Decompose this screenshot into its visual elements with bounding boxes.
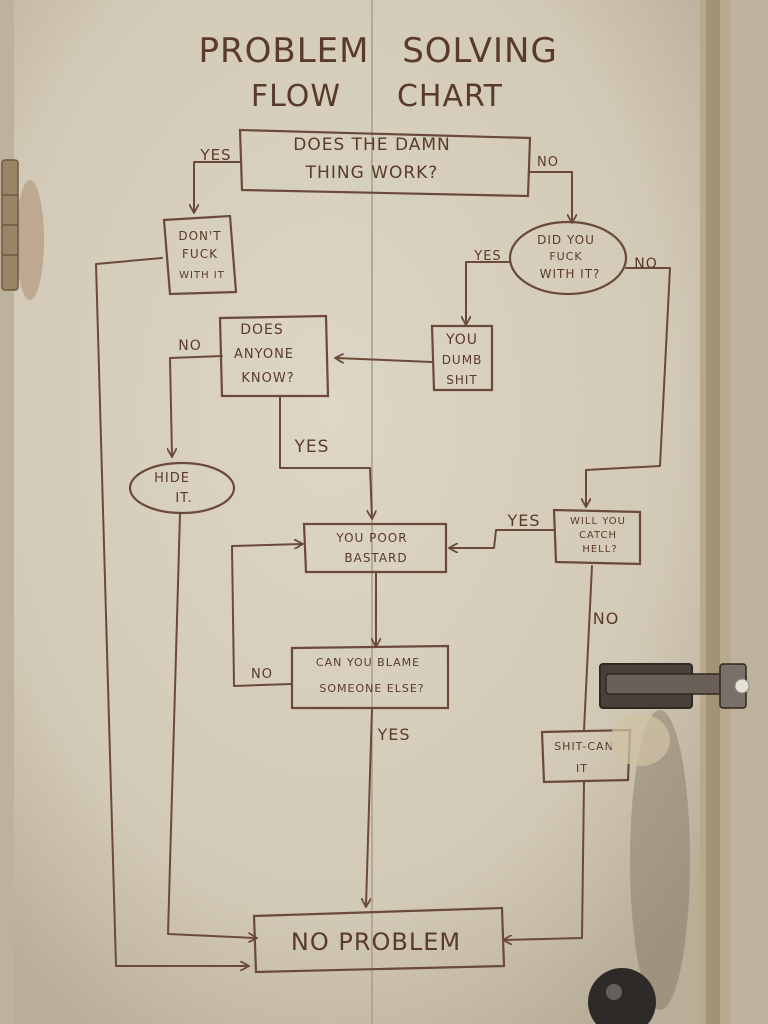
node-did-line1: DID YOU [537, 233, 595, 247]
node-does-it-work-line2: THING WORK? [305, 163, 439, 183]
edge-labels: YES NO YES NO NO YES YES NO NO YES [178, 146, 658, 744]
node-shitcan-line1: SHIT-CAN [554, 740, 614, 753]
node-blame-line2: SOMEONE ELSE? [319, 682, 424, 695]
node-bastard-line1: YOU POOR [335, 531, 407, 545]
node-shitcan-line2: IT [576, 762, 588, 775]
node-hide-line2: IT. [175, 491, 192, 506]
node-dont-line2: FUCK [182, 247, 218, 261]
door-edge [706, 0, 720, 1024]
doorknob[interactable] [588, 968, 656, 1024]
node-no-problem-label: NO PROBLEM [291, 928, 461, 956]
node-hide-it: HIDE IT. [128, 461, 236, 515]
node-does-it-work-line1: DOES THE DAMN [293, 135, 451, 155]
chart-title: PROBLEM SOLVING FLOW CHART [199, 31, 558, 114]
label-work-yes: YES [199, 146, 231, 164]
title-solving: SOLVING [402, 31, 558, 71]
node-anyone-line2: ANYONE [234, 347, 294, 362]
rust-stain [16, 180, 44, 300]
grime-spot [610, 714, 670, 766]
label-blame-no: NO [251, 667, 273, 682]
connectors [95, 161, 671, 966]
node-bastard-line2: BASTARD [344, 551, 407, 565]
grime-stain [630, 710, 690, 1010]
node-hide-line1: HIDE [154, 471, 190, 486]
node-dumb-line3: SHIT [446, 373, 478, 387]
node-hell-line3: HELL? [582, 544, 617, 555]
node-dont-fuck-with-it: DON'T FUCK WITH IT [162, 214, 238, 296]
node-shit-can-it: SHIT-CAN IT [540, 728, 632, 784]
label-anyone-yes: YES [294, 437, 330, 457]
node-did-you-fuck-with-it: DID YOU FUCK WITH IT? [508, 220, 628, 296]
title-chart: CHART [397, 79, 503, 114]
node-hell-line1: WILL YOU [570, 516, 626, 527]
node-blame-line1: CAN YOU BLAME [316, 656, 420, 669]
node-you-dumb-shit: YOU DUMB SHIT [430, 324, 494, 392]
node-will-you-catch-hell: WILL YOU CATCH HELL? [552, 508, 642, 566]
node-you-poor-bastard: YOU POOR BASTARD [302, 522, 448, 574]
node-does-anyone-know: DOES ANYONE KNOW? [218, 314, 330, 398]
node-dont-line1: DON'T [178, 229, 221, 243]
node-can-you-blame: CAN YOU BLAME SOMEONE ELSE? [290, 644, 450, 710]
node-hell-line2: CATCH [579, 530, 617, 541]
label-hell-no: NO [593, 609, 620, 628]
title-flow: FLOW [251, 79, 341, 114]
node-dumb-line1: YOU [445, 332, 478, 348]
title-problem: PROBLEM [199, 31, 370, 71]
node-did-line3: WITH IT? [540, 267, 601, 281]
label-fuck-yes: YES [473, 249, 501, 264]
label-anyone-no: NO [178, 338, 202, 354]
node-does-it-work: DOES THE DAMN THING WORK? [238, 128, 532, 198]
label-work-no: NO [537, 155, 559, 170]
slide-bolt-latch[interactable] [599, 663, 750, 709]
node-no-problem: NO PROBLEM [252, 906, 506, 974]
label-hell-yes: YES [506, 511, 540, 530]
node-dont-line3: WITH IT [179, 270, 225, 281]
label-fuck-no: NO [634, 256, 658, 272]
node-anyone-line3: KNOW? [241, 371, 294, 386]
node-dumb-line2: DUMB [442, 353, 483, 367]
node-did-line2: FUCK [549, 250, 582, 263]
label-blame-yes: YES [376, 725, 410, 744]
node-anyone-line1: DOES [240, 322, 284, 338]
